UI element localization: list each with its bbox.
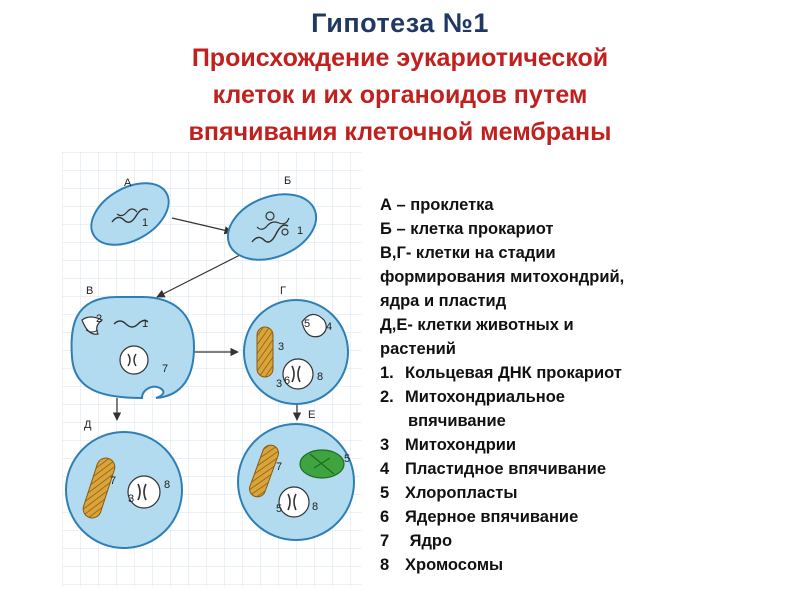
num-6-g: 6 bbox=[284, 375, 290, 387]
cell-g: Г 3 4 8 3 5 6 bbox=[243, 285, 349, 405]
num-8-d: 3 bbox=[128, 493, 134, 505]
label-e: Е bbox=[308, 409, 315, 421]
num-2: 2 bbox=[96, 313, 102, 325]
num-1-a: 1 bbox=[142, 217, 148, 229]
arrow-a-to-b bbox=[171, 217, 233, 235]
num-8-g: 3 bbox=[276, 378, 282, 390]
cell-e: Е 7 5 8 5 bbox=[237, 409, 355, 541]
legend-item-text: впячивание bbox=[408, 412, 506, 430]
num-3-d: 7 bbox=[110, 475, 116, 487]
legend-item-text: Митохондриальное bbox=[405, 388, 565, 406]
legend-item-text: Хлоропласты bbox=[405, 484, 518, 502]
legend-item: 6 Ядерное впячивание bbox=[380, 505, 790, 529]
cell-diagram-svg: А 1 Б 1 В 1 2 7 bbox=[62, 152, 362, 587]
legend-item: 4 Пластидное впячивание bbox=[380, 457, 790, 481]
label-d: Д bbox=[84, 419, 92, 431]
legend-item: 1. Кольцевая ДНК прокариот bbox=[380, 361, 790, 385]
legend-item-text: Пластидное впячивание bbox=[405, 460, 607, 478]
legend-item-number: 4 bbox=[380, 460, 390, 478]
legend-item: 5 Хлоропласты bbox=[380, 481, 790, 505]
legend-item: Д,Е- клетки животных и bbox=[380, 313, 790, 337]
legend-item-text: Кольцевая ДНК прокариот bbox=[405, 364, 622, 382]
num-6: 7 bbox=[162, 363, 168, 375]
num-4: 4 bbox=[326, 321, 332, 333]
num-5-e: 5 bbox=[344, 453, 350, 465]
num-7-d: 8 bbox=[164, 479, 170, 491]
cell-b: Б 1 bbox=[226, 175, 318, 261]
legend-item-text: Ядерное впячивание bbox=[405, 508, 579, 526]
subtitle-line-3: впячивания клеточной мембраны bbox=[188, 118, 612, 146]
legend-item-number: 7 bbox=[380, 532, 390, 550]
legend-item-number: 3 bbox=[380, 436, 390, 454]
legend-item-text: Д,Е- клетки животных и bbox=[380, 316, 574, 334]
legend-item-text: формирования митохондрий, bbox=[380, 268, 625, 286]
cell-v: В 1 2 7 bbox=[70, 285, 196, 400]
num-3-g: 3 bbox=[278, 341, 284, 353]
num-1-b: 1 bbox=[297, 225, 303, 237]
legend-item: растений bbox=[380, 337, 790, 361]
num-8-e: 5 bbox=[276, 503, 282, 515]
num-7-e: 8 bbox=[312, 501, 318, 513]
legend-item: А – проклетка bbox=[380, 193, 790, 217]
subtitle-line-1: Происхождение эукариотической bbox=[191, 44, 609, 72]
cell-d: Д 7 8 3 bbox=[65, 419, 183, 549]
legend-item: впячивание bbox=[380, 409, 790, 433]
legend-item-text: Б – клетка прокариот bbox=[380, 220, 554, 238]
label-v: В bbox=[86, 285, 93, 297]
legend-item-text: Хромосомы bbox=[405, 556, 504, 574]
legend-item-number: 2. bbox=[380, 388, 394, 406]
legend-item-text: Митохондрии bbox=[405, 436, 517, 454]
subtitle-line-2: клеток и их органоидов путем bbox=[212, 81, 588, 109]
label-b: Б bbox=[284, 175, 291, 187]
label-a: А bbox=[124, 177, 132, 189]
legend-item-number: 5 bbox=[380, 484, 390, 502]
label-g: Г bbox=[280, 285, 286, 297]
legend-item: 8 Хромосомы bbox=[380, 553, 790, 577]
legend-item-text: растений bbox=[380, 340, 456, 358]
legend-item: 2. Митохондриальное bbox=[380, 385, 790, 409]
legend-item: В,Г- клетки на стадии bbox=[380, 241, 790, 265]
legend-item-text: В,Г- клетки на стадии bbox=[380, 244, 556, 262]
slide-heading: Гипотеза №1 bbox=[311, 8, 489, 38]
legend-item-number: 1. bbox=[380, 364, 394, 382]
legend-item-text: ядра и пластид bbox=[380, 292, 507, 310]
slide-subtitle: Происхождение эукариотической клеток и и… bbox=[0, 40, 800, 151]
legend-item-text: А – проклетка bbox=[380, 196, 494, 214]
legend-item-number: 6 bbox=[380, 508, 390, 526]
legend-item: Б – клетка прокариот bbox=[380, 217, 790, 241]
cell-diagram: А 1 Б 1 В 1 2 7 bbox=[62, 152, 362, 587]
legend-item-text: Ядро bbox=[405, 532, 453, 550]
legend-item: ядра и пластид bbox=[380, 289, 790, 313]
num-5-g: 5 bbox=[304, 318, 310, 330]
legend-item-number: 8 bbox=[380, 556, 390, 574]
num-7-g: 8 bbox=[317, 371, 323, 383]
num-1-v: 1 bbox=[142, 318, 148, 330]
legend-item: 7 Ядро bbox=[380, 529, 790, 553]
cell-a: А 1 bbox=[90, 177, 170, 246]
legend-item: 3 Митохондрии bbox=[380, 433, 790, 457]
num-3-e: 7 bbox=[276, 461, 282, 473]
title-block: Гипотеза №1 Происхождение эукариотическо… bbox=[0, 6, 800, 151]
arrow-b-to-v bbox=[156, 253, 243, 298]
legend-item: формирования митохондрий, bbox=[380, 265, 790, 289]
